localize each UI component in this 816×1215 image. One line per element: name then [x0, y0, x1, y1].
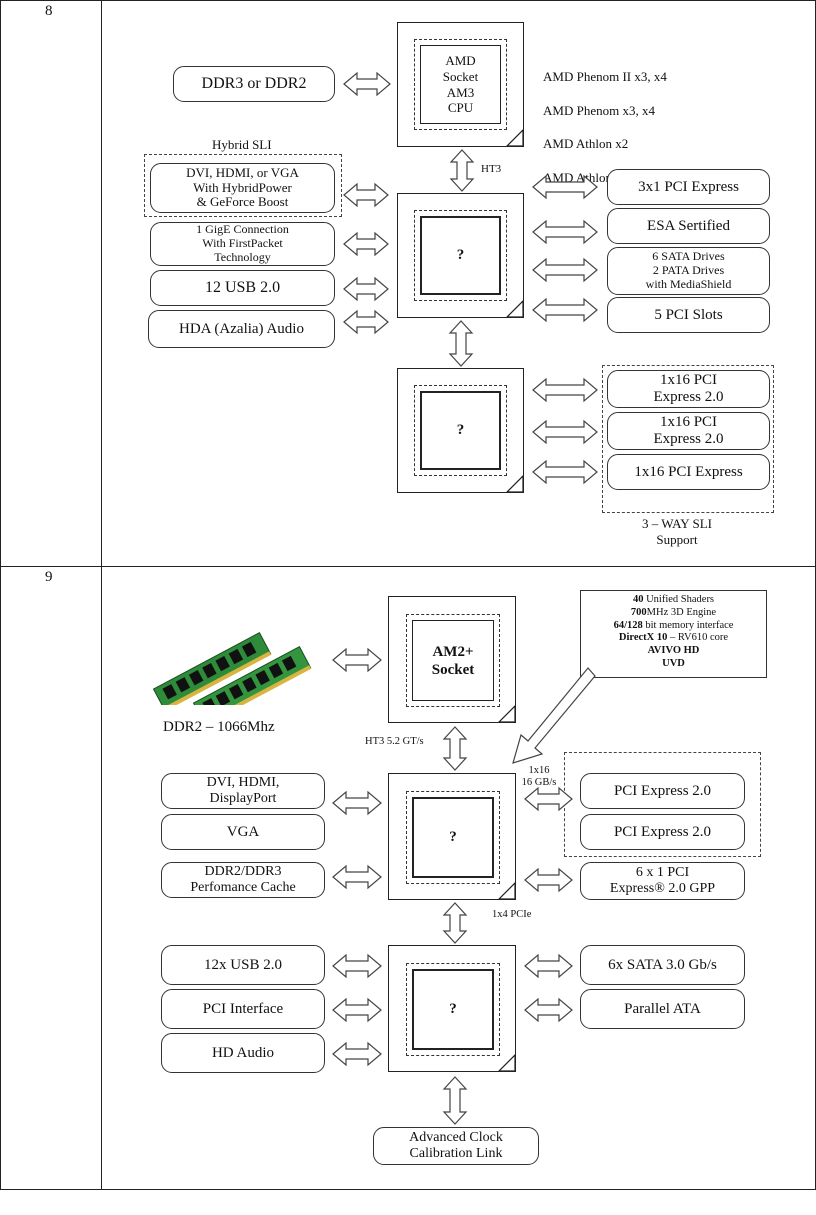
connector-arrow	[532, 219, 598, 245]
connector-arrow	[442, 726, 468, 771]
sli-slot: 1x16 PCI Express 2.0	[607, 412, 770, 450]
hd-audio-box: HD Audio	[161, 1033, 325, 1073]
connector-arrow	[343, 276, 389, 302]
vga-box: VGA	[161, 814, 325, 850]
connector-arrow	[343, 182, 389, 208]
southbridge-label: ?	[420, 391, 501, 470]
storage-box: 6 SATA Drives 2 PATA Drives with MediaSh…	[607, 247, 770, 295]
performance-cache-box: DDR2/DDR3 Perfomance Cache	[161, 862, 325, 898]
connector-arrow	[532, 459, 598, 485]
esa-box: ESA Sertified	[607, 208, 770, 244]
connector-arrow	[343, 231, 389, 257]
audio-box: HDA (Azalia) Audio	[148, 310, 335, 348]
usb-box: 12 USB 2.0	[150, 270, 335, 306]
chip-corner-mark	[498, 882, 515, 899]
sli-slot: 1x16 PCI Express	[607, 454, 770, 490]
connector-arrow	[524, 867, 573, 893]
table-bottom-border	[0, 1189, 816, 1190]
gpu-info-box: 40 Unified Shaders 700MHz 3D Engine 64/1…	[580, 590, 767, 678]
connector-arrow	[332, 647, 382, 673]
table-row-divider	[0, 566, 816, 567]
pci-slots-box: 5 PCI Slots	[607, 297, 770, 333]
connector-arrow	[332, 790, 382, 816]
hybrid-sli-label: Hybrid SLI	[212, 137, 272, 152]
connector-arrow	[332, 1041, 382, 1067]
connector-arrow	[449, 149, 475, 192]
gpu-spec-line: 64/128 bit memory interface	[613, 619, 734, 631]
sli-support-label: 3 – WAY SLI Support	[642, 516, 712, 548]
ram-modules-image	[152, 632, 312, 705]
hybrid-sli-group	[144, 154, 342, 217]
link-label: 1x4 PCIe	[492, 909, 532, 920]
chip-corner-mark	[498, 1054, 515, 1071]
southbridge-chip: ?	[397, 368, 524, 493]
pci-express-box: PCI Express 2.0	[580, 773, 745, 809]
table-column-divider	[101, 0, 102, 1190]
chip-corner-mark	[506, 475, 523, 492]
connector-arrow	[532, 174, 598, 200]
chip-corner-mark	[498, 705, 515, 722]
ht3-label: HT3	[481, 163, 502, 175]
connector-arrow	[524, 953, 573, 979]
row-number: 8	[45, 3, 53, 19]
sli-slot: 1x16 PCI Express 2.0	[607, 370, 770, 408]
southbridge-label: ?	[412, 969, 494, 1050]
connector-arrow	[532, 377, 598, 403]
cpu-label: AMD Socket AM3 CPU	[420, 45, 501, 124]
socket-label: AM2+ Socket	[412, 620, 494, 701]
gpu-spec-line: 700MHz 3D Engine	[630, 606, 717, 618]
northbridge-chip: ?	[397, 193, 524, 318]
northbridge-label: ?	[412, 797, 494, 878]
connector-arrow	[332, 997, 382, 1023]
connector-arrow	[442, 1076, 468, 1125]
connector-arrow	[442, 902, 468, 944]
usb-box: 12x USB 2.0	[161, 945, 325, 985]
pci-express-box: 3x1 PCI Express	[607, 169, 770, 205]
display-output-box: DVI, HDMI, or VGA With HybridPower & GeF…	[150, 163, 335, 213]
connector-arrow	[332, 953, 382, 979]
chip-corner-mark	[506, 300, 523, 317]
table-top-border	[0, 0, 816, 1]
southbridge-chip: ?	[388, 945, 516, 1072]
memory-label: DDR2 – 1066Mhz	[163, 719, 275, 735]
display-output-box: DVI, HDMI, DisplayPort	[161, 773, 325, 809]
parallel-ata-box: Parallel ATA	[580, 989, 745, 1029]
gpu-spec-line: UVD	[662, 657, 685, 669]
socket-chip: AM2+ Socket	[388, 596, 516, 723]
connector-arrow	[532, 297, 598, 323]
pci-interface-box: PCI Interface	[161, 989, 325, 1029]
connector-arrow	[343, 309, 389, 335]
row-number: 9	[45, 569, 53, 585]
gpp-box: 6 x 1 PCI Express® 2.0 GPP	[580, 862, 745, 900]
connector-arrow	[524, 997, 573, 1023]
gpu-spec-line: DirectX 10 – RV610 core	[618, 632, 729, 644]
northbridge-label: ?	[420, 216, 501, 295]
ht3-speed-label: HT3 5.2 GT/s	[365, 736, 424, 747]
pci-express-box: PCI Express 2.0	[580, 814, 745, 850]
connector-arrow	[332, 864, 382, 890]
cpu-support-item: AMD Athlon x2	[543, 136, 629, 152]
cpu-support-item: AMD Phenom II x3, x4	[543, 68, 667, 84]
gigabit-ethernet-box: 1 GigE Connection With FirstPacket Techn…	[150, 222, 335, 266]
clock-calibration-box: Advanced Clock Calibration Link	[373, 1127, 539, 1165]
connector-arrow	[448, 320, 474, 367]
northbridge-chip: ?	[388, 773, 516, 900]
gpu-pointer-arrow	[512, 667, 596, 764]
chip-corner-mark	[506, 129, 523, 146]
connector-arrow	[532, 257, 598, 283]
connector-arrow	[343, 71, 391, 97]
cpu-chip: AMD Socket AM3 CPU	[397, 22, 524, 147]
sli-group	[602, 365, 774, 513]
cpu-support-item: AMD Phenom x3, x4	[543, 102, 655, 118]
pcie-bandwidth-label: 1x16 16 GB/s	[521, 765, 557, 789]
connector-arrow	[532, 419, 598, 445]
memory-box: DDR3 or DDR2	[173, 66, 335, 102]
connector-arrow	[524, 786, 573, 812]
gpu-spec-line: 40 Unified Shaders	[632, 594, 715, 605]
sata-box: 6x SATA 3.0 Gb/s	[580, 945, 745, 985]
gpu-spec-line: AVIVO HD	[647, 645, 700, 657]
table-left-border	[0, 0, 1, 1190]
